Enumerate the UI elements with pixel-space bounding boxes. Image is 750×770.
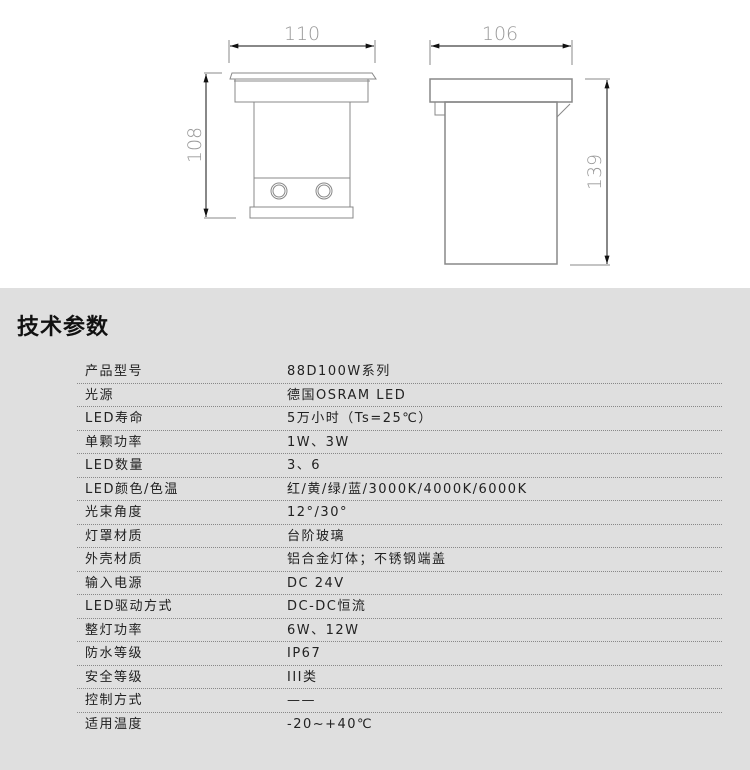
spec-table: 产品型号 88D100W系列光源 德国OSRAM LED LED寿命 5万小时（Ts=2… [77, 360, 722, 736]
spec-value: 5万小时（Ts=25℃） [287, 411, 433, 426]
spec-label: 防水等级 [85, 646, 144, 661]
spec-row: 控制方式 —— [77, 689, 722, 713]
spec-value: 6W、12W [287, 622, 360, 638]
spec-row: LED寿命 5万小时（Ts=25℃） [77, 407, 722, 431]
spec-value: 88D100W系列 [287, 364, 391, 379]
spec-value: 1W、3W [287, 434, 350, 450]
spec-row: 整灯功率 6W、12W [77, 619, 722, 642]
spec-panel: 技术参数 产品型号 88D100W系列光源 德国OSRAM LED LED寿命 5万小时… [0, 288, 750, 770]
spec-value: 3、6 [287, 458, 322, 473]
section-title: 技术参数 [17, 314, 110, 340]
spec-label: 输入电源 [85, 575, 144, 591]
spec-row: 安全等级 III类 [77, 666, 722, 689]
spec-value: IP67 [287, 646, 322, 661]
dimension-drawing: 110 108 106 139 [184, 23, 610, 266]
spec-value: DC-DC恒流 [287, 599, 367, 614]
side-height-label: 139 [584, 154, 606, 190]
spec-label: 控制方式 [85, 693, 144, 708]
spec-value: -20~+40℃ [287, 716, 374, 732]
side-width-label: 106 [482, 23, 518, 45]
spec-row: LED颜色/色温 红/黄/绿/蓝/3000K/4000K/6000K [77, 478, 722, 501]
spec-value: 台阶玻璃 [287, 528, 346, 544]
front-width-label: 110 [284, 23, 320, 45]
spec-row: 光束角度 12°/30° [77, 501, 722, 525]
spec-value: 德国OSRAM LED [287, 387, 407, 403]
spec-row: 防水等级 IP67 [77, 642, 722, 666]
spec-label: 整灯功率 [85, 622, 144, 638]
spec-row: 输入电源 DC 24V [77, 572, 722, 595]
spec-label: 光源 [85, 387, 115, 403]
spec-value: 红/黄/绿/蓝/3000K/4000K/6000K [287, 481, 528, 497]
spec-value: 铝合金灯体；不锈钢端盖 [287, 552, 447, 567]
spec-value: DC 24V [287, 575, 345, 591]
spec-label: 产品型号 [85, 364, 144, 379]
spec-value: 12°/30° [287, 505, 348, 520]
spec-row: LED数量 3、6 [77, 454, 722, 478]
spec-row: 适用温度 -20~+40℃ [77, 713, 722, 737]
spec-label: LED数量 [85, 458, 144, 473]
spec-value: —— [287, 693, 316, 708]
front-view [203, 40, 377, 219]
spec-label: 外壳材质 [85, 552, 144, 567]
spec-label: 适用温度 [85, 716, 144, 732]
spec-row: 外壳材质 铝合金灯体；不锈钢端盖 [77, 548, 722, 572]
spec-label: LED颜色/色温 [85, 481, 179, 497]
spec-value: III类 [287, 669, 318, 685]
front-height-label: 108 [184, 127, 206, 163]
spec-label: 安全等级 [85, 669, 144, 685]
spec-row: 产品型号 88D100W系列 [77, 360, 722, 384]
spec-label: LED寿命 [85, 411, 144, 426]
side-view [429, 40, 610, 266]
spec-row: 灯罩材质 台阶玻璃 [77, 525, 722, 548]
spec-label: 光束角度 [85, 505, 144, 520]
spec-row: LED驱动方式 DC-DC恒流 [77, 595, 722, 619]
spec-row: 单颗功率 1W、3W [77, 431, 722, 454]
spec-label: 灯罩材质 [85, 528, 144, 544]
spec-row: 光源 德国OSRAM LED [77, 384, 722, 407]
spec-label: LED驱动方式 [85, 599, 173, 614]
spec-label: 单颗功率 [85, 434, 144, 450]
